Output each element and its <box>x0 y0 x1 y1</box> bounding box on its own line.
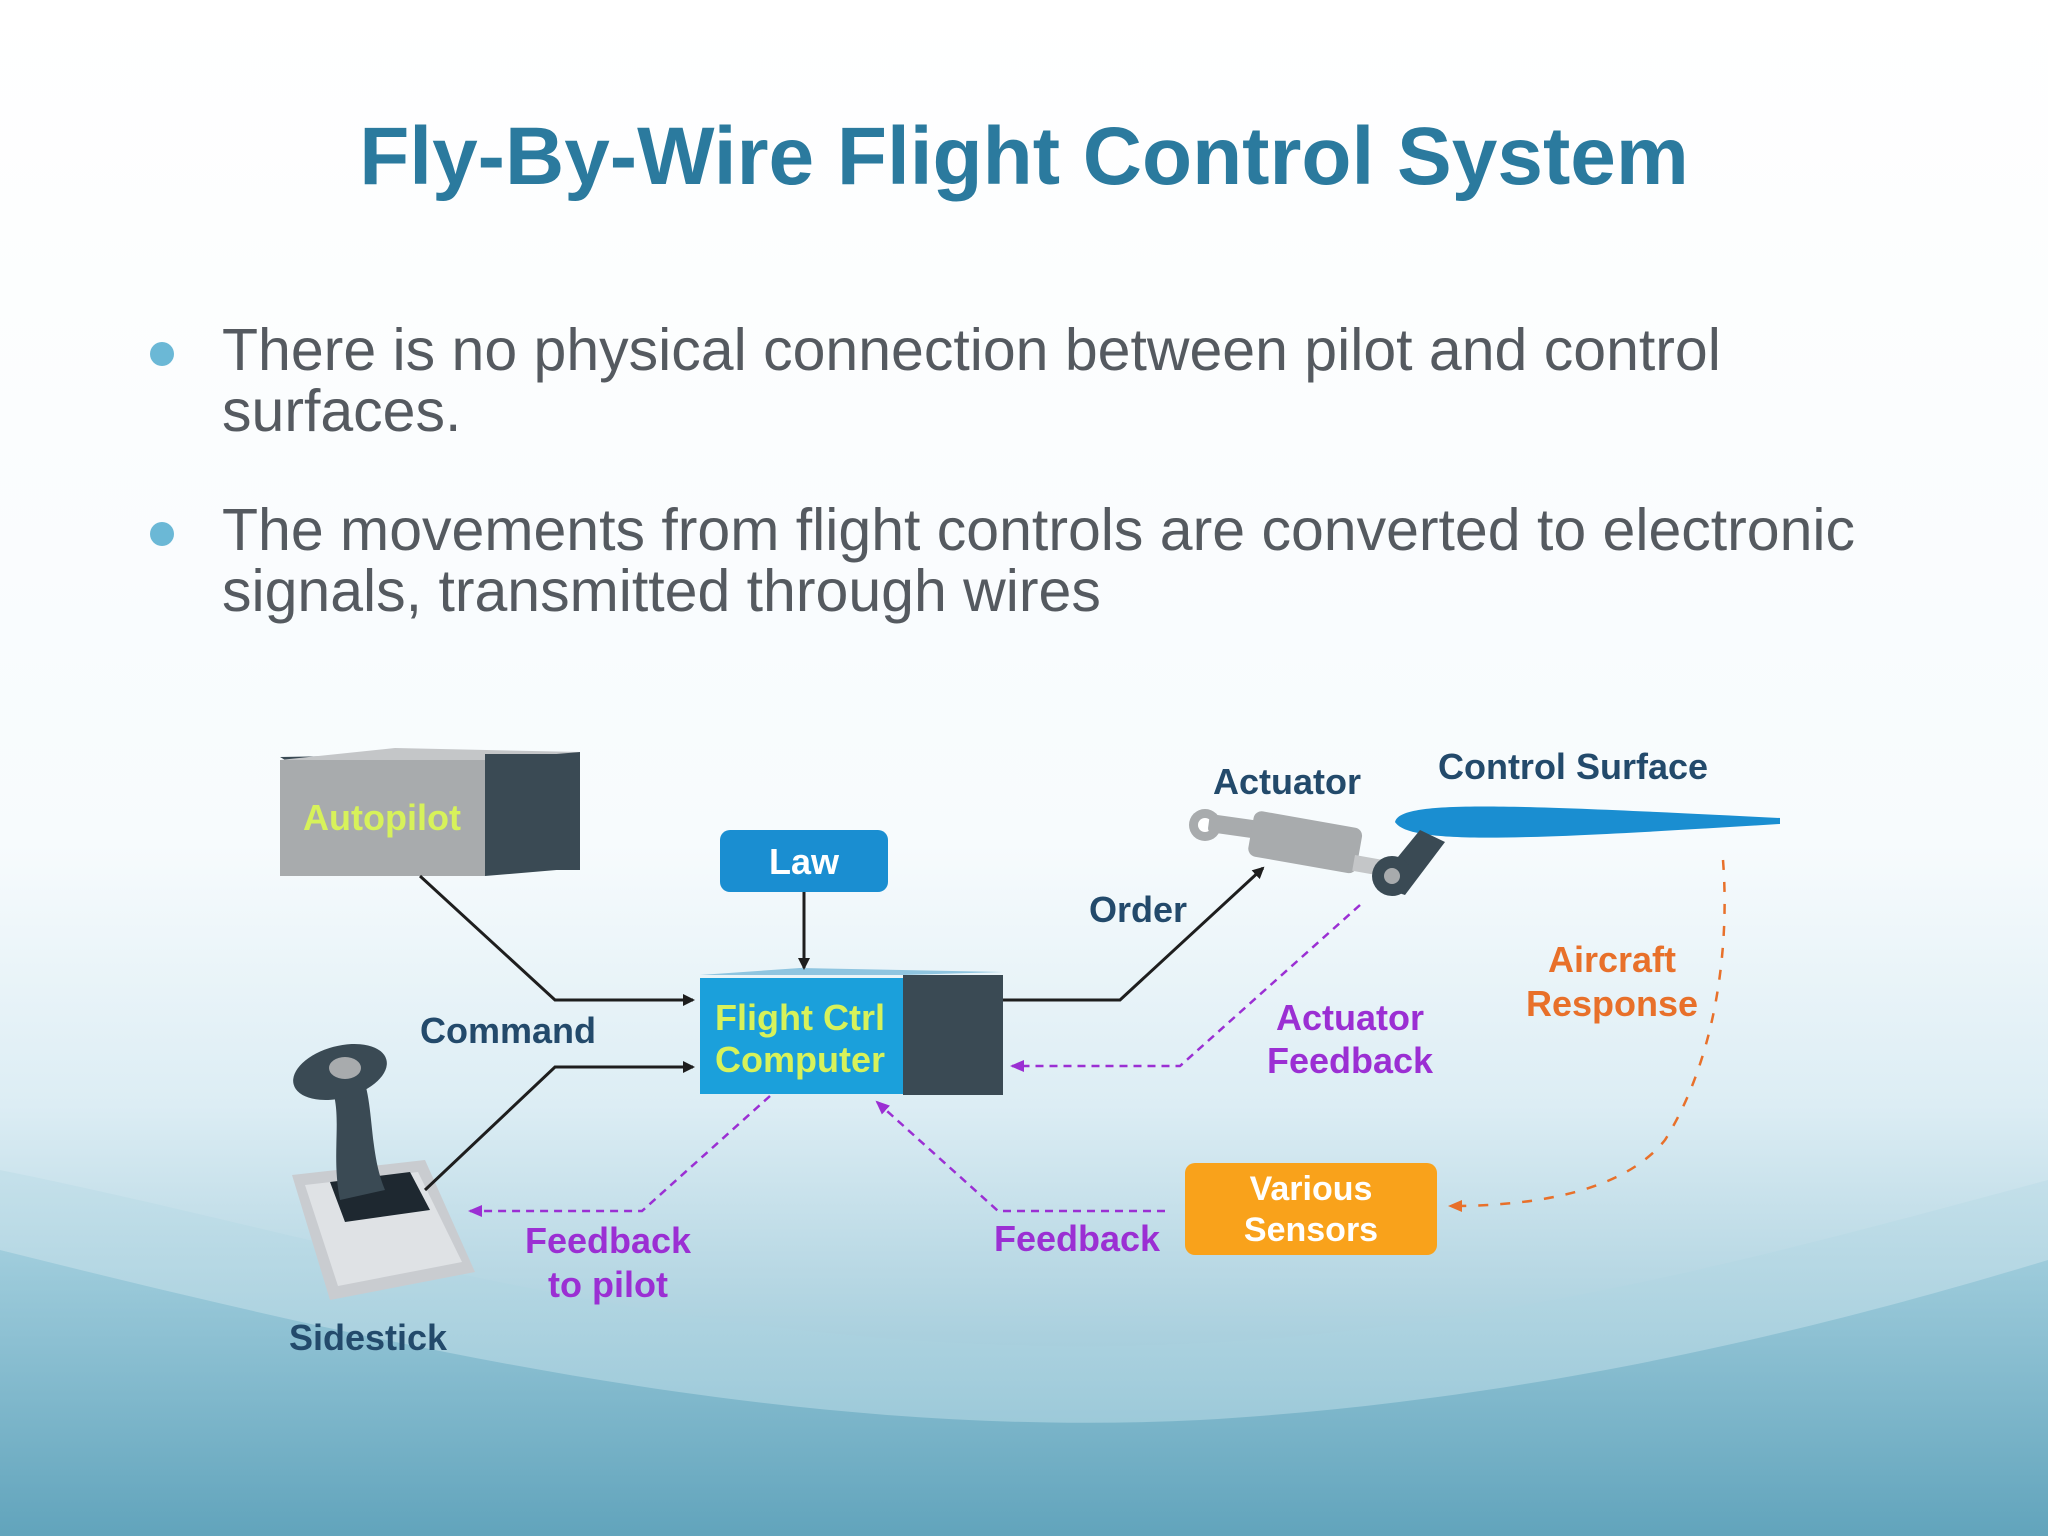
flight-ctrl-computer-box: Flight Ctrl Computer <box>700 968 1003 1095</box>
sidestick-icon: Sidestick <box>289 1043 475 1358</box>
autopilot-label: Autopilot <box>303 797 461 838</box>
aircraft-response-label-line2: Response <box>1526 983 1698 1024</box>
autopilot-box: Autopilot <box>280 748 580 876</box>
bullet-dot-icon <box>150 522 174 546</box>
order-arrow <box>1003 866 1265 1002</box>
sidestick-label: Sidestick <box>289 1317 448 1358</box>
actuator-icon: Actuator <box>1189 761 1445 896</box>
feedback-label: Feedback <box>994 1218 1161 1259</box>
order-label: Order <box>1089 889 1187 930</box>
control-surface-label: Control Surface <box>1438 746 1708 787</box>
fly-by-wire-diagram: Autopilot Law Flight Ctrl Computer Contr… <box>280 746 1780 1358</box>
control-surface-airfoil: Control Surface <box>1395 746 1780 838</box>
law-label: Law <box>769 841 840 882</box>
law-box: Law <box>720 830 888 892</box>
actuator-label: Actuator <box>1213 761 1361 802</box>
bullet-item: There is no physical connection between … <box>148 320 1968 442</box>
fcc-label-line1: Flight Ctrl <box>715 997 885 1038</box>
feedback-to-pilot-label-line2: to pilot <box>548 1264 668 1305</box>
aircraft-response-arrow <box>1448 859 1726 1212</box>
autopilot-command-arrow <box>418 874 695 1006</box>
sidestick-command-arrow <box>423 1061 695 1192</box>
bullet-text: There is no physical connection between … <box>222 317 1721 444</box>
feedback-to-pilot-arrow <box>468 1095 771 1217</box>
command-and-order-arrows <box>418 866 1265 1192</box>
various-sensors-box: Various Sensors <box>1185 1163 1437 1255</box>
bullet-item: The movements from flight controls are c… <box>148 500 1968 622</box>
feedback-to-pilot-label-line1: Feedback <box>525 1220 692 1261</box>
bullet-dot-icon <box>150 342 174 366</box>
bullet-text: The movements from flight controls are c… <box>222 497 1856 624</box>
bullet-list: There is no physical connection between … <box>148 320 1968 680</box>
sensors-feedback-arrow <box>875 1100 1165 1213</box>
sensors-label-line2: Sensors <box>1244 1211 1378 1249</box>
command-label: Command <box>420 1010 596 1051</box>
feedback-arrows <box>468 904 1361 1217</box>
aircraft-response-label-line1: Aircraft <box>1548 939 1676 980</box>
actuator-feedback-label-line1: Actuator <box>1276 997 1424 1038</box>
fcc-label-line2: Computer <box>715 1039 885 1080</box>
actuator-feedback-arrow <box>1010 904 1361 1072</box>
actuator-feedback-label-line2: Feedback <box>1267 1040 1434 1081</box>
slide-title: Fly-By-Wire Flight Control System <box>359 111 1689 202</box>
sensors-label-line1: Various <box>1250 1170 1373 1208</box>
